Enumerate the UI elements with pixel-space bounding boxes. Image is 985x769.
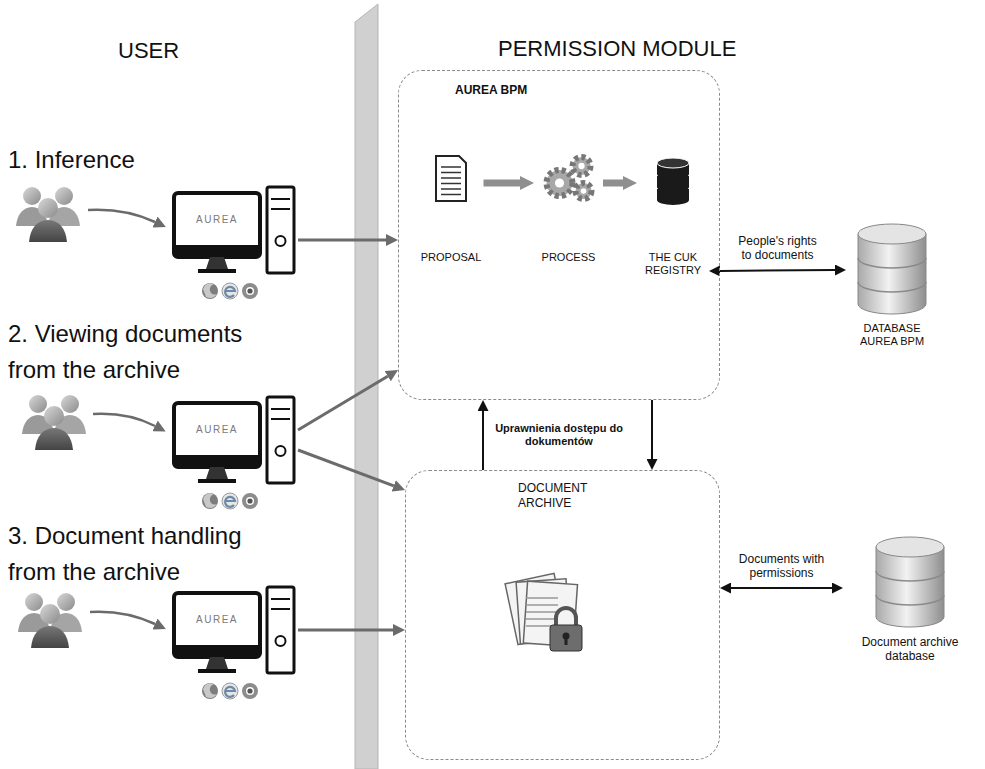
monitor-stand [206,467,228,479]
pc-tower [267,187,294,273]
pc-tower [267,587,294,673]
node-icon [845,535,975,635]
node-icon [421,151,481,251]
drive-bay [271,418,290,420]
node-icon [848,222,936,322]
workstation: AUREA [172,395,298,515]
user-group-icon [22,395,86,450]
power-button [276,236,286,246]
monitor-base [198,669,236,673]
bigdb-icon [858,224,926,314]
monitor [174,193,260,257]
node-label: AUREA [178,614,256,625]
connector-arrow [298,376,388,430]
monitor-chin [174,645,260,657]
drive-bay [271,408,290,410]
archive-drawing [406,471,721,761]
scenario-label: 2. Viewing documents from the archive [8,316,288,388]
doc-icon [436,156,466,201]
computer-drawing [172,585,298,705]
node-label: PROPOSAL [419,251,484,264]
monitor-chin [174,245,260,257]
node-label: Document archive database [843,635,977,664]
node-label: AUREA [178,214,256,225]
monitor-stand [206,257,228,269]
drive-bay [271,208,290,210]
locked-documents-icon [505,573,582,651]
connector-label: People's rights to documents [732,233,824,264]
monitor-stand [206,657,228,669]
workstation: AUREA [172,185,298,305]
power-button [276,636,286,646]
node-icon [639,151,707,251]
drive-bay [271,608,290,610]
scenario-label: 1. Inference [8,142,288,178]
registry-node: THE CUK REGISTRY [637,151,709,280]
connector-arrow [298,450,394,486]
connector-arrow [482,411,484,470]
process-node: PROCESS [534,151,603,267]
node-label: AUREA [178,424,256,435]
monitor [174,403,260,467]
connector-arrow [651,400,653,459]
node-label: AUREA BPM [455,83,575,98]
computer-drawing [172,395,298,515]
node-label: DOCUMENT ARCHIVE [518,481,603,511]
bigdb-icon [876,537,944,627]
computer-drawing [172,185,298,305]
user-group-icon [18,593,82,648]
connector-arrow [720,269,835,272]
gears-icon [547,157,592,199]
divider-bar [355,4,378,769]
monitor [174,593,260,657]
connector-label: Uprawnienia dostępu do dokumentów [490,421,628,449]
proposal-node: PROPOSAL [419,151,484,267]
user-arrow [90,612,155,624]
connector-arrow [298,239,386,242]
workstation: AUREA [172,585,298,705]
column-heading: USER [118,34,238,67]
column-heading: PERMISSION MODULE [498,32,798,65]
monitor-chin [174,455,260,467]
database-node: DATABASE AUREA BPM [846,222,938,351]
connector-arrow [603,180,623,187]
connector-arrow [731,587,832,589]
node-label: THE CUK REGISTRY [637,251,709,277]
module-group: AUREA BPM PROPOSAL PROCESS THE CUK REGISTRY [398,70,720,400]
drive-bay [271,198,290,200]
node-icon [536,151,601,251]
archive-group: DOCUMENT ARCHIVE [405,470,720,760]
connector-label: Documents with permissions [730,551,834,582]
node-label: PROCESS [534,251,603,264]
monitor-base [198,479,236,483]
connector-arrow [298,629,393,632]
user-group-icon [16,187,80,242]
power-button [276,446,286,456]
connector-arrow [484,180,521,187]
drive-bay [271,598,290,600]
user-arrow [93,414,155,426]
browser-icons [202,283,258,299]
scenario-label: 3. Document handling from the archive [8,518,288,590]
pc-tower [267,397,294,483]
db-icon [657,158,689,205]
node-label: DATABASE AUREA BPM [846,322,938,348]
database-node: Document archive database [843,535,977,667]
user-arrow [88,210,155,222]
browser-icons [202,683,258,699]
monitor-base [198,269,236,273]
browser-icons [202,493,258,509]
